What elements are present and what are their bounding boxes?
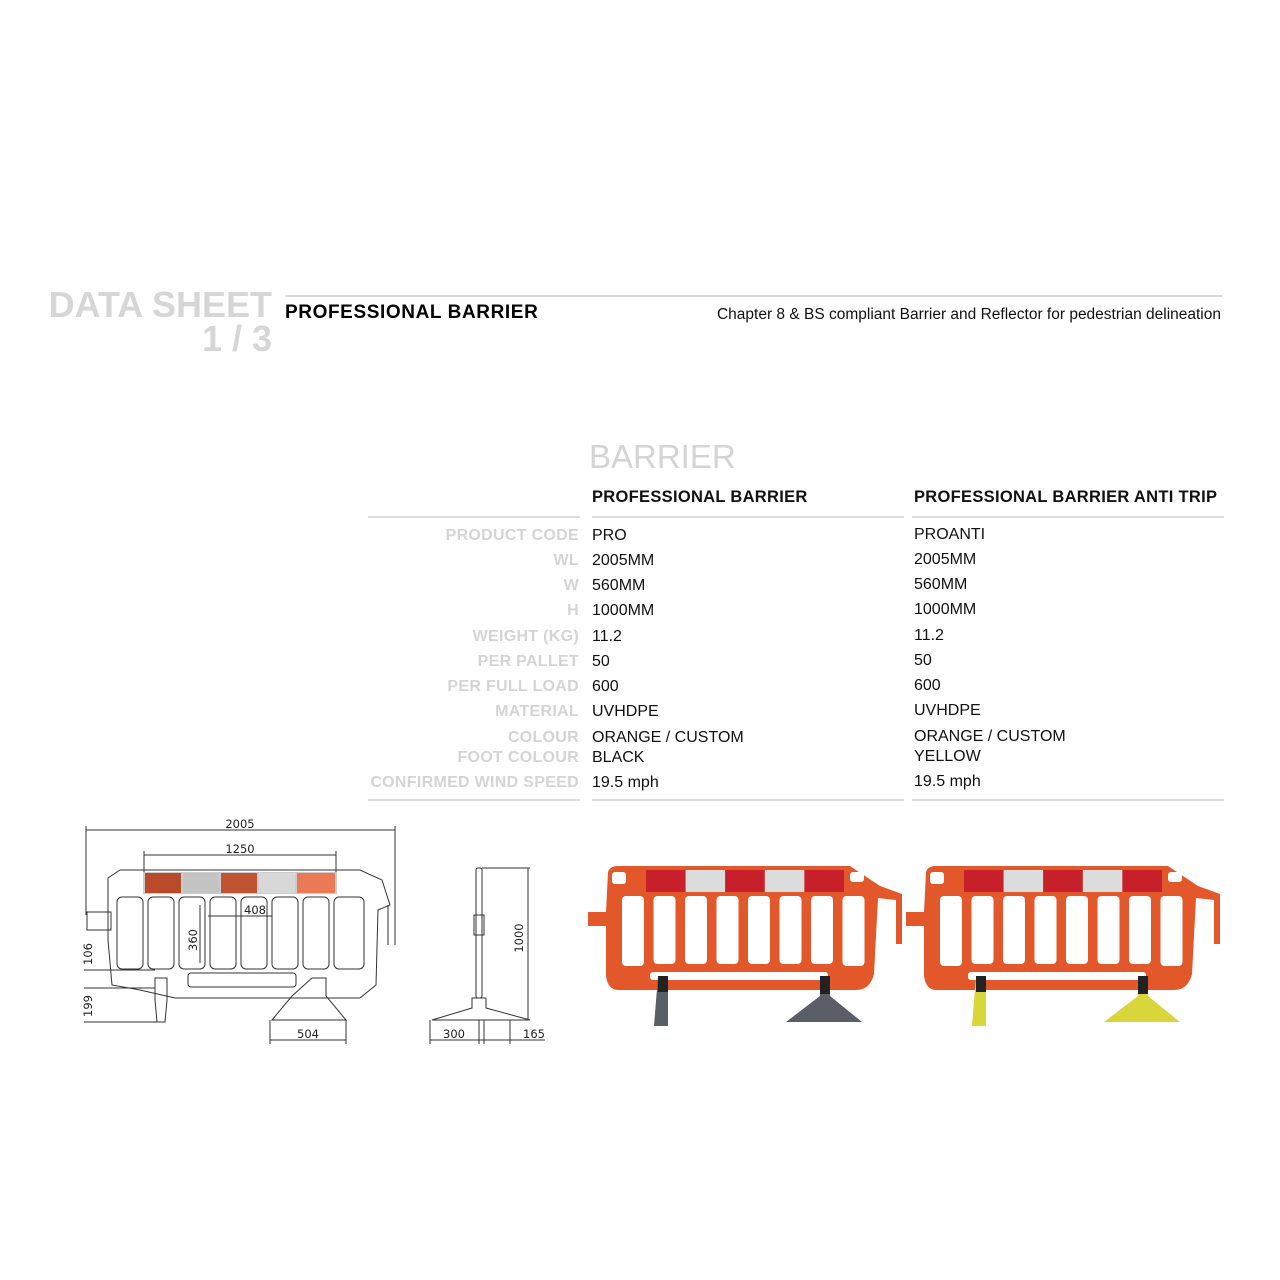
dimension-408: 408	[244, 903, 266, 917]
barrier-opening	[685, 896, 707, 964]
front-elevation-drawing	[84, 826, 396, 1044]
spec-label: WL	[553, 552, 579, 569]
barrier-opening	[622, 896, 644, 966]
barrier-part	[976, 976, 986, 992]
barrier-part	[968, 972, 1146, 980]
barrier-image-proanti	[906, 866, 1220, 1026]
spec-value-proanti: 1000MM	[914, 601, 977, 618]
reflector-panel	[685, 870, 726, 892]
spec-value-proanti: 50	[914, 652, 932, 669]
dimension-2005: 2005	[225, 817, 254, 831]
barrier-opening	[716, 896, 739, 964]
spec-value-pro: 2005MM	[592, 552, 655, 569]
spec-value-proanti: PROANTI	[914, 526, 986, 543]
reflector-panel	[1043, 870, 1083, 892]
spec-value-pro: 11.2	[592, 628, 622, 645]
spec-value-proanti: 600	[914, 677, 941, 694]
reflector-panel	[764, 870, 805, 892]
spec-value-proanti: ORANGE / CUSTOM	[914, 728, 1066, 745]
header-divider	[285, 295, 1222, 297]
barrier-opening	[748, 896, 770, 964]
spec-label: COLOUR	[507, 729, 579, 746]
spec-value-proanti: 2005MM	[914, 551, 977, 568]
spec-label: PRODUCT CODE	[445, 527, 579, 544]
barrier-part	[930, 872, 944, 884]
barrier-opening	[971, 896, 994, 964]
divider	[912, 516, 1224, 518]
spec-value-pro: 1000MM	[592, 602, 655, 619]
page-subtitle: Chapter 8 & BS compliant Barrier and Ref…	[716, 306, 1221, 323]
barrier-opening	[1097, 896, 1120, 964]
spec-label: MATERIAL	[495, 703, 579, 720]
section-title: BARRIER	[589, 438, 736, 475]
barrier-opening	[842, 896, 865, 966]
barrier-part	[820, 976, 830, 994]
column-header-proanti: PROFESSIONAL BARRIER ANTI TRIP	[914, 488, 1218, 506]
spec-value-proanti: UVHDPE	[914, 702, 981, 719]
divider	[912, 799, 1224, 801]
reflector-panel	[964, 870, 1004, 892]
divider	[368, 516, 580, 518]
reflector-panel	[1122, 870, 1162, 892]
spec-value-pro: 19.5 mph	[592, 774, 659, 791]
barrier-part	[1138, 976, 1148, 994]
barrier-part	[850, 872, 864, 882]
dimension-1250: 1250	[225, 842, 254, 856]
column-header-pro: PROFESSIONAL BARRIER	[592, 488, 808, 506]
barrier-part	[658, 976, 668, 992]
barrier-opening	[1066, 896, 1088, 964]
dimension-106: 106	[81, 943, 95, 965]
spec-value-proanti: 19.5 mph	[914, 773, 981, 790]
page-title: PROFESSIONAL BARRIER	[285, 302, 539, 323]
spec-value-pro: ORANGE / CUSTOM	[592, 729, 744, 746]
barrier-opening	[1034, 896, 1057, 964]
divider	[368, 799, 580, 801]
spec-value-proanti: 560MM	[914, 576, 968, 593]
spec-value-pro: 50	[592, 653, 610, 670]
spec-label: W	[563, 577, 579, 594]
divider	[592, 516, 904, 518]
barrier-opening	[1129, 896, 1151, 964]
dimension-300: 300	[443, 1027, 465, 1041]
dimension-199: 199	[81, 995, 95, 1017]
reflector-panel	[804, 870, 844, 892]
spec-value-proanti: 11.2	[914, 627, 944, 644]
spec-value-pro: 600	[592, 678, 619, 695]
foot	[1104, 976, 1180, 1022]
spec-label: H	[567, 602, 579, 619]
divider	[592, 799, 904, 801]
barrier-part	[1168, 872, 1182, 882]
foot	[786, 976, 862, 1022]
barrier-opening	[811, 896, 833, 964]
spec-label: CONFIRMED WIND SPEED	[370, 774, 579, 791]
spec-value-pro: BLACK	[592, 749, 645, 766]
dimension-504: 504	[297, 1027, 319, 1041]
barrier-opening	[653, 896, 676, 964]
reflector-panel	[1082, 870, 1123, 892]
spec-value-proanti: YELLOW	[914, 748, 981, 765]
spec-label: FOOT COLOUR	[457, 749, 579, 766]
dimension-360: 360	[186, 929, 200, 951]
barrier-opening	[1003, 896, 1025, 964]
reflector-panel	[1003, 870, 1044, 892]
barrier-opening	[1160, 896, 1183, 966]
reflector-panel	[646, 870, 686, 892]
side-elevation-drawing	[429, 867, 545, 1044]
spec-label: PER FULL LOAD	[447, 678, 579, 695]
barrier-opening	[779, 896, 802, 964]
spec-value-pro: 560MM	[592, 577, 646, 594]
barrier-image-pro	[588, 866, 902, 1026]
spec-value-pro: PRO	[592, 527, 627, 544]
spec-value-pro: UVHDPE	[592, 703, 659, 720]
spec-label: PER PALLET	[477, 653, 579, 670]
dimension-1000: 1000	[512, 923, 526, 952]
barrier-opening	[940, 896, 962, 966]
barrier-part	[650, 972, 828, 980]
spec-label: WEIGHT (KG)	[472, 628, 579, 645]
barrier-part	[612, 872, 626, 884]
dimension-165: 165	[523, 1027, 545, 1041]
reflector-panel	[725, 870, 765, 892]
